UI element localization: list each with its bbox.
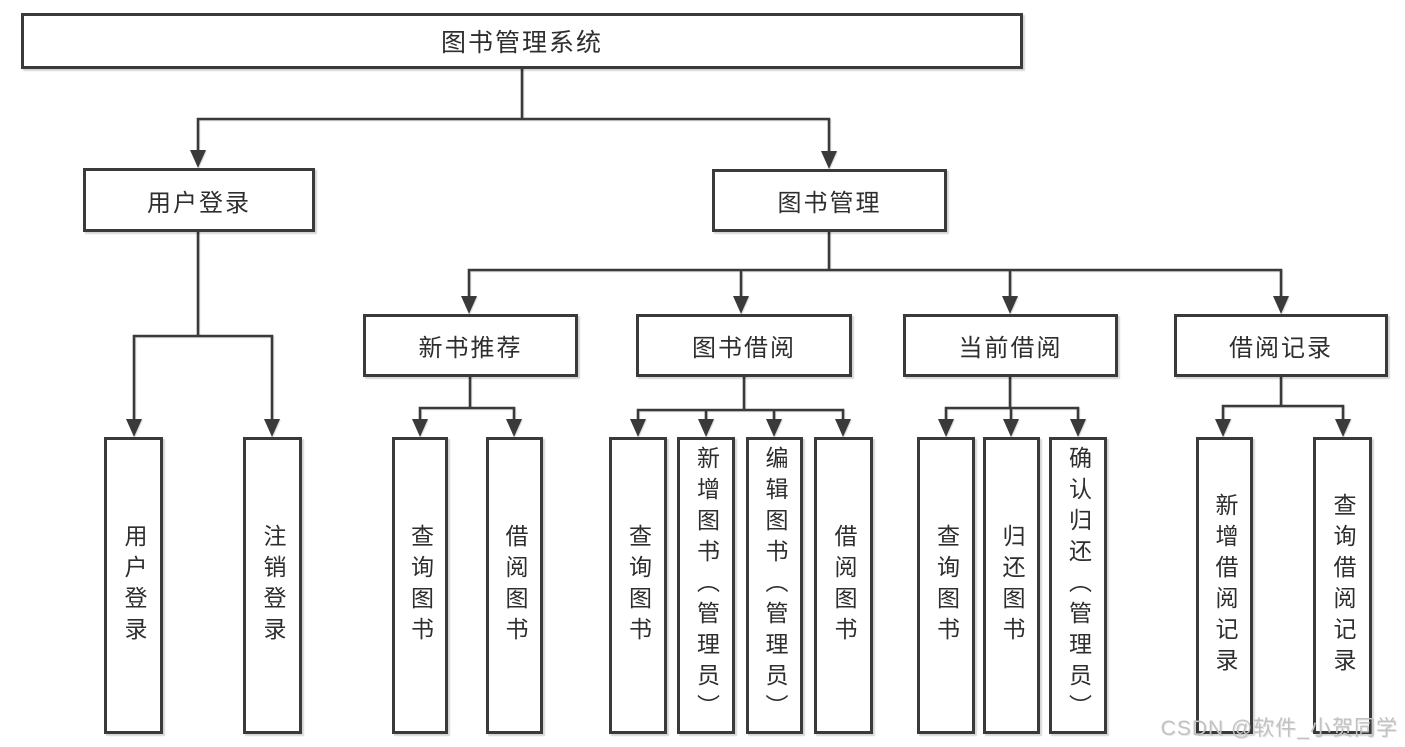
- arrowheads-new-book-children: [412, 419, 522, 437]
- node-current-borrow: 当前借阅: [903, 314, 1118, 377]
- leaf-query-borrow-record-label: 查询借阅记录: [1330, 492, 1356, 679]
- node-root-label: 图书管理系统: [440, 29, 603, 57]
- connector-root-to-level2: [196, 67, 831, 155]
- node-borrow-records-label: 借阅记录: [1229, 335, 1333, 362]
- csdn-watermark: CSDN @软件_小贺同学: [1160, 717, 1398, 740]
- leaf-logout: 注销登录: [243, 437, 302, 734]
- leaf-add-book-admin: 新增图书（管理员）: [677, 437, 735, 734]
- node-current-borrow-label: 当前借阅: [958, 335, 1063, 362]
- leaf-borrow-books-borrow-label: 借阅图书: [831, 523, 857, 648]
- leaf-add-borrow-record-label: 新增借阅记录: [1212, 492, 1238, 679]
- leaf-add-borrow-record: 新增借阅记录: [1196, 437, 1253, 734]
- leaf-borrow-books-newbook-label: 借阅图书: [502, 523, 528, 648]
- arrowheads-root-to-level2: [190, 150, 837, 169]
- connector-current-borrow-children: [944, 375, 1080, 423]
- leaf-query-borrow-record: 查询借阅记录: [1313, 437, 1372, 734]
- leaf-borrow-books-newbook: 借阅图书: [486, 437, 543, 734]
- leaf-query-books-borrow: 查询图书: [609, 437, 667, 734]
- arrowheads-user-login-children: [126, 419, 280, 437]
- connector-new-book-children: [418, 375, 516, 423]
- node-new-book-recommend-label: 新书推荐: [418, 335, 523, 362]
- node-book-management-label: 图书管理: [777, 190, 882, 217]
- node-borrow-records: 借阅记录: [1174, 314, 1388, 377]
- leaf-return-book: 归还图书: [983, 437, 1040, 734]
- leaf-query-books-current: 查询图书: [917, 437, 975, 734]
- node-book-management: 图书管理: [712, 169, 947, 232]
- connector-borrow-record-children: [1221, 375, 1345, 423]
- leaf-user-login: 用户登录: [104, 437, 163, 734]
- connector-book-borrow-children: [636, 375, 845, 423]
- node-user-login: 用户登录: [83, 168, 315, 232]
- arrowheads-book-borrow-children: [630, 419, 851, 437]
- leaf-confirm-return-admin-label: 确认归还（管理员）: [1065, 446, 1092, 725]
- leaf-add-book-admin-label: 新增图书（管理员）: [693, 446, 720, 725]
- leaf-query-books-borrow-label: 查询图书: [625, 523, 652, 648]
- node-book-borrow: 图书借阅: [636, 314, 852, 377]
- leaf-edit-book-admin: 编辑图书（管理员）: [746, 437, 803, 734]
- node-user-login-label: 用户登录: [147, 189, 251, 217]
- leaf-return-book-label: 归还图书: [999, 523, 1025, 648]
- leaf-edit-book-admin-label: 编辑图书（管理员）: [762, 446, 788, 725]
- arrowheads-borrow-record-children: [1215, 419, 1351, 437]
- leaf-query-books-current-label: 查询图书: [933, 523, 960, 648]
- leaf-borrow-books-borrow: 借阅图书: [814, 437, 873, 734]
- arrowheads-book-mgmt-children: [461, 296, 1289, 314]
- leaf-confirm-return-admin: 确认归还（管理员）: [1049, 437, 1107, 734]
- leaf-query-books-newbook: 查询图书: [392, 437, 448, 734]
- connector-user-login-children: [132, 230, 274, 423]
- node-book-borrow-label: 图书借阅: [692, 335, 796, 362]
- node-new-book-recommend: 新书推荐: [363, 314, 578, 377]
- connector-book-mgmt-children: [467, 230, 1283, 300]
- leaf-query-books-newbook-label: 查询图书: [407, 523, 434, 648]
- arrowheads-current-borrow-children: [938, 419, 1086, 437]
- node-root-system: 图书管理系统: [21, 13, 1023, 69]
- leaf-logout-label: 注销登录: [260, 523, 286, 648]
- leaf-user-login-label: 用户登录: [121, 523, 147, 648]
